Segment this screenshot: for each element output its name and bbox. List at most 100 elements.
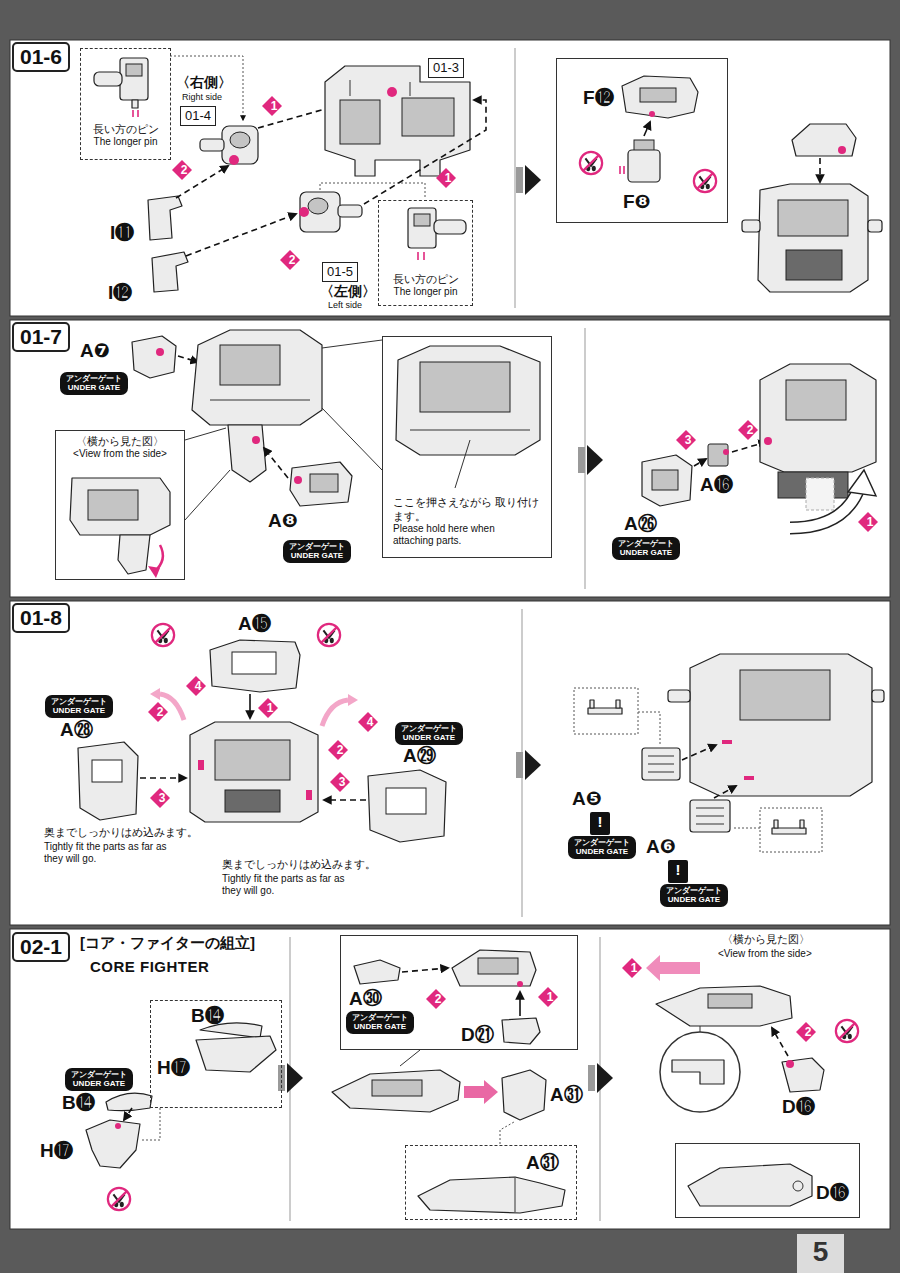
illustration-shape (597, 1063, 613, 1093)
panels (10, 40, 890, 1229)
order-number: 1 (436, 168, 460, 191)
illustration-shape (774, 820, 778, 828)
illustration-shape (434, 220, 466, 234)
part-name: A㉘ (60, 719, 93, 741)
illustration-shape (78, 742, 138, 820)
illustration-shape (185, 428, 226, 440)
step-reference-text: 01-3 (433, 60, 459, 75)
illustration-shape (648, 764, 674, 765)
under-gate-badge-text: UNDER GATE (574, 847, 630, 856)
illustration-shape (290, 462, 352, 506)
part-name: A㉙ (403, 745, 436, 767)
illustration-shape (708, 994, 752, 1008)
order-number: 2 (328, 740, 352, 763)
under-gate-badge: アンダーゲートUNDER GATE (283, 540, 351, 563)
under-gate-badge-text: UNDER GATE (666, 895, 722, 904)
illustration-shape (786, 1060, 794, 1068)
illustration-shape (648, 772, 674, 773)
detail-box: B⓮H⓱ (150, 1000, 282, 1108)
order-number-text: 2 (172, 160, 196, 180)
under-gate-badge-text: UNDER GATE (66, 383, 122, 392)
side-label: Right side (182, 92, 222, 103)
illustration-shape (690, 800, 730, 832)
illustration-shape (228, 425, 266, 482)
part-a28 (78, 742, 138, 820)
illustration-shape (249, 694, 251, 718)
illustration-shape (417, 252, 419, 260)
illustration-shape (819, 158, 821, 182)
illustration-shape (619, 166, 621, 174)
part-name: A⓰ (700, 474, 733, 496)
part-name: I⓫ (110, 222, 134, 244)
fuselage-side (656, 986, 792, 1026)
illustration-shape (806, 478, 834, 510)
illustration-shape (722, 740, 732, 744)
illustration-shape (372, 1080, 422, 1096)
illustration-shape (152, 252, 188, 292)
illustration-shape (299, 207, 309, 217)
illustration-shape (590, 700, 594, 708)
illustration-shape (838, 146, 846, 154)
illustration-shape (786, 380, 846, 420)
illustration-shape (836, 1020, 858, 1042)
order-number: 2 (796, 1022, 820, 1045)
part-name: A⓯ (238, 613, 271, 635)
order-number-text: 1 (262, 96, 286, 116)
part-name: H⓱ (40, 1140, 73, 1162)
illustration-shape (308, 198, 328, 214)
illustration-shape (148, 566, 160, 578)
part-d16 (782, 1058, 824, 1092)
assembled-waist (668, 654, 884, 796)
part-h17 (86, 1120, 140, 1168)
illustration-shape (732, 828, 760, 829)
illustration-shape (516, 167, 523, 193)
hold-detail (396, 346, 540, 488)
part-f12 (622, 76, 698, 118)
illustration-shape (644, 122, 650, 136)
illustration-shape (190, 722, 318, 822)
illustration-shape (410, 82, 411, 96)
part-f8 (620, 140, 660, 182)
illustration-shape (872, 690, 884, 702)
under-gate-badge: アンダーゲートUNDER GATE (395, 722, 463, 745)
illustration-shape (656, 986, 792, 1026)
illustration-shape (106, 1093, 152, 1111)
detail-box: F⓬F❽ (556, 58, 728, 223)
illustration-shape (688, 1164, 812, 1206)
detail-box: D⓰ (675, 1143, 860, 1218)
detail-box: A㉚D㉑アンダーゲートUNDER GATE21 (340, 935, 578, 1050)
step-tab: 01-8 (12, 603, 70, 633)
illustration-shape (517, 981, 523, 987)
illustration-shape (348, 694, 358, 706)
part-i11 (148, 196, 182, 240)
illustration-shape (696, 816, 724, 817)
side-label: 〈右側〉 (176, 74, 232, 90)
illustration-shape (186, 214, 296, 256)
part-a15 (210, 640, 300, 692)
under-gate-badge: アンダーゲートUNDER GATE (45, 695, 113, 718)
order-number: 2 (172, 160, 196, 183)
part-a31 (502, 1070, 546, 1120)
illustration-shape (132, 336, 176, 378)
order-number-text: 1 (258, 698, 282, 718)
illustration-shape (142, 1108, 160, 1140)
illustration-shape (108, 1188, 130, 1210)
illustration-shape (92, 760, 122, 782)
part-name: A❽ (268, 510, 298, 532)
illustration-shape (452, 950, 536, 986)
detail-box-text: A㉛ (526, 1152, 559, 1174)
illustration-shape (782, 1058, 824, 1092)
nose-part (452, 950, 536, 987)
illustration-shape (742, 220, 760, 232)
illustration-shape (649, 111, 655, 117)
illustration-shape (287, 1063, 303, 1093)
illustration-shape (325, 66, 470, 176)
order-number: 1 (538, 987, 562, 1010)
order-number-text: 2 (148, 702, 172, 722)
detail-box: A㉛ (405, 1145, 577, 1220)
part-a7 (132, 336, 176, 378)
order-number-text: 3 (676, 430, 700, 450)
illustration-shape (760, 364, 876, 472)
part-name: A❻ (646, 836, 676, 858)
